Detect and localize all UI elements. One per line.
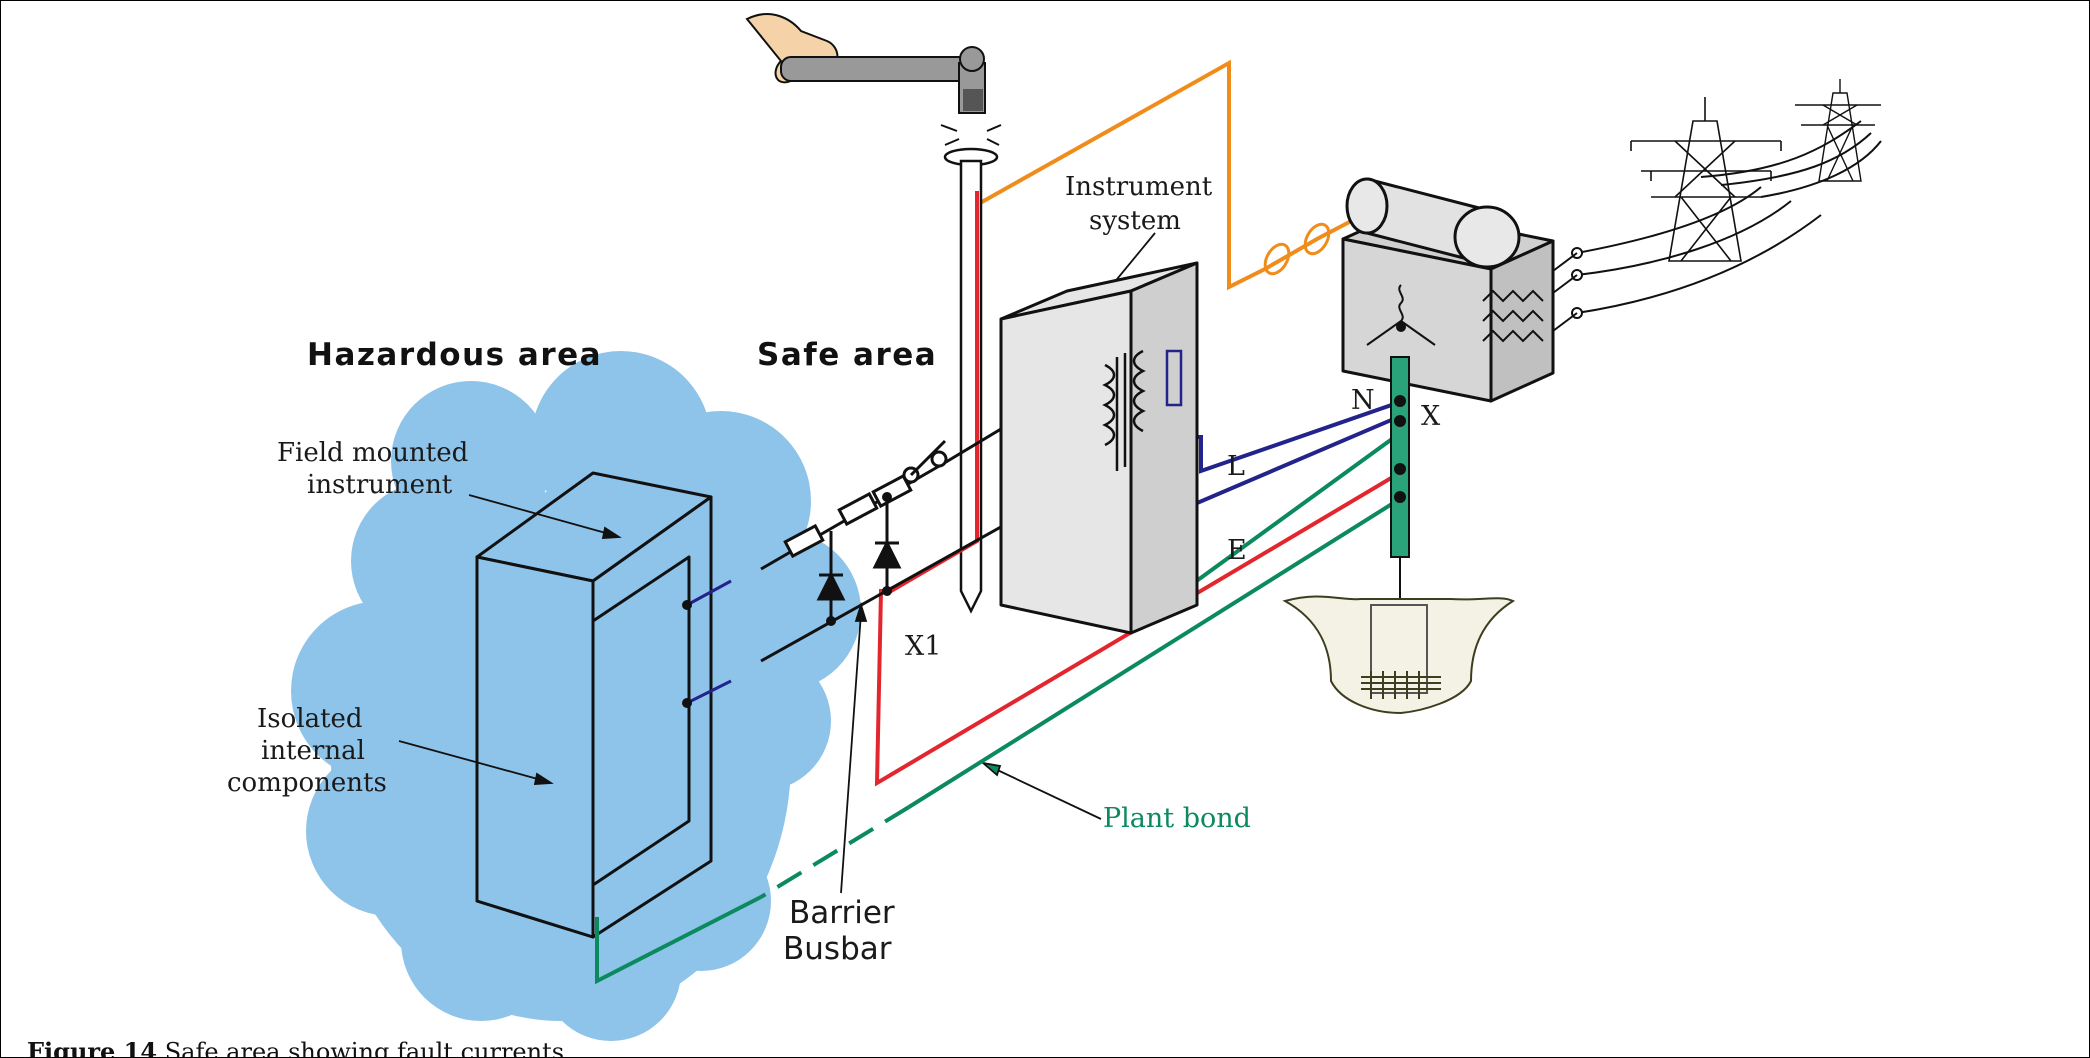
instrument-transformer (1102, 349, 1183, 471)
transformer-windings (1366, 284, 1544, 346)
instrument-system-label-1: Instrument (1065, 172, 1213, 202)
x-label: X (1421, 401, 1441, 432)
power-lines (1576, 120, 1882, 314)
green-dashed-bond (759, 805, 911, 899)
isolated-label-2: internal (261, 736, 365, 766)
supply-switch (902, 439, 948, 484)
isolated-label-3: components (227, 768, 387, 798)
hazardous-area-heading: Hazardous area (307, 337, 602, 373)
spark-lines (940, 124, 1002, 146)
isolated-label-1: Isolated (257, 704, 363, 734)
transformer-insulators (1552, 247, 1583, 332)
barrier-components (783, 473, 913, 621)
barrier-label: Barrier (789, 895, 895, 931)
e-label: E (1227, 535, 1247, 566)
busbar-label: Busbar (783, 931, 892, 967)
hammer-hand (745, 13, 986, 114)
plant-bond-label: Plant bond (1103, 803, 1251, 834)
field-instrument-label-1: Field mounted (277, 438, 468, 468)
green-bond-to-box (595, 895, 762, 985)
distribution-transformer (1341, 177, 1555, 403)
figure-caption: Figure 14 Safe area showing fault curren… (27, 1037, 565, 1058)
field-instrument-label-2: instrument (307, 470, 453, 500)
earth-rod (943, 147, 999, 614)
figure-number: Figure 14 (27, 1037, 158, 1058)
transmission-tower-front (1630, 97, 1782, 262)
green-plant-bond (907, 495, 1405, 809)
x1-label: X1 (905, 631, 941, 662)
instrument-system-label-2: system (1089, 206, 1181, 236)
earth-busbar (1390, 356, 1410, 621)
earth-pit (1282, 595, 1516, 715)
safe-area-heading: Safe area (757, 337, 937, 373)
field-instrument-box (475, 471, 713, 939)
transmission-tower-back (1795, 79, 1881, 182)
l-label: L (1227, 451, 1245, 482)
leader-arrows (398, 232, 1156, 894)
instrument-system-cabinet (999, 261, 1199, 635)
figure-caption-text: Safe area showing fault currents (164, 1038, 565, 1058)
n-label: N (1351, 385, 1375, 416)
